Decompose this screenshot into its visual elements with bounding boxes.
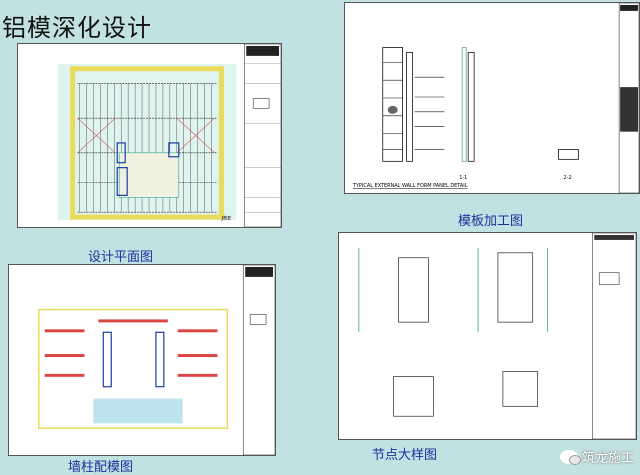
wall-column-formwork-drawing bbox=[8, 264, 276, 456]
wechat-icon bbox=[559, 449, 581, 465]
caption-node-detail: 节点大样图 bbox=[372, 448, 438, 463]
drawing-title: TYPICAL EXTERNAL WALL FORM PANEL DETAIL bbox=[352, 183, 468, 189]
section-1-1: 1-1 bbox=[459, 175, 467, 181]
watermark: 筑龙施工 bbox=[559, 447, 634, 466]
plan-note: J布E bbox=[220, 215, 231, 222]
section-2-2: 2-2 bbox=[564, 175, 572, 181]
design-plan-drawing: J布E bbox=[17, 43, 282, 228]
formwork-processing-drawing: TYPICAL EXTERNAL WALL FORM PANEL DETAIL … bbox=[344, 2, 640, 194]
node-detail-drawing bbox=[338, 232, 637, 440]
caption-wall-column: 墙柱配模图 bbox=[68, 460, 134, 475]
slide-title: 铝模深化设计 bbox=[2, 14, 152, 42]
caption-formwork-processing: 模板加工图 bbox=[458, 214, 524, 229]
caption-design-plan: 设计平面图 bbox=[88, 250, 154, 265]
watermark-text: 筑龙施工 bbox=[581, 451, 634, 466]
